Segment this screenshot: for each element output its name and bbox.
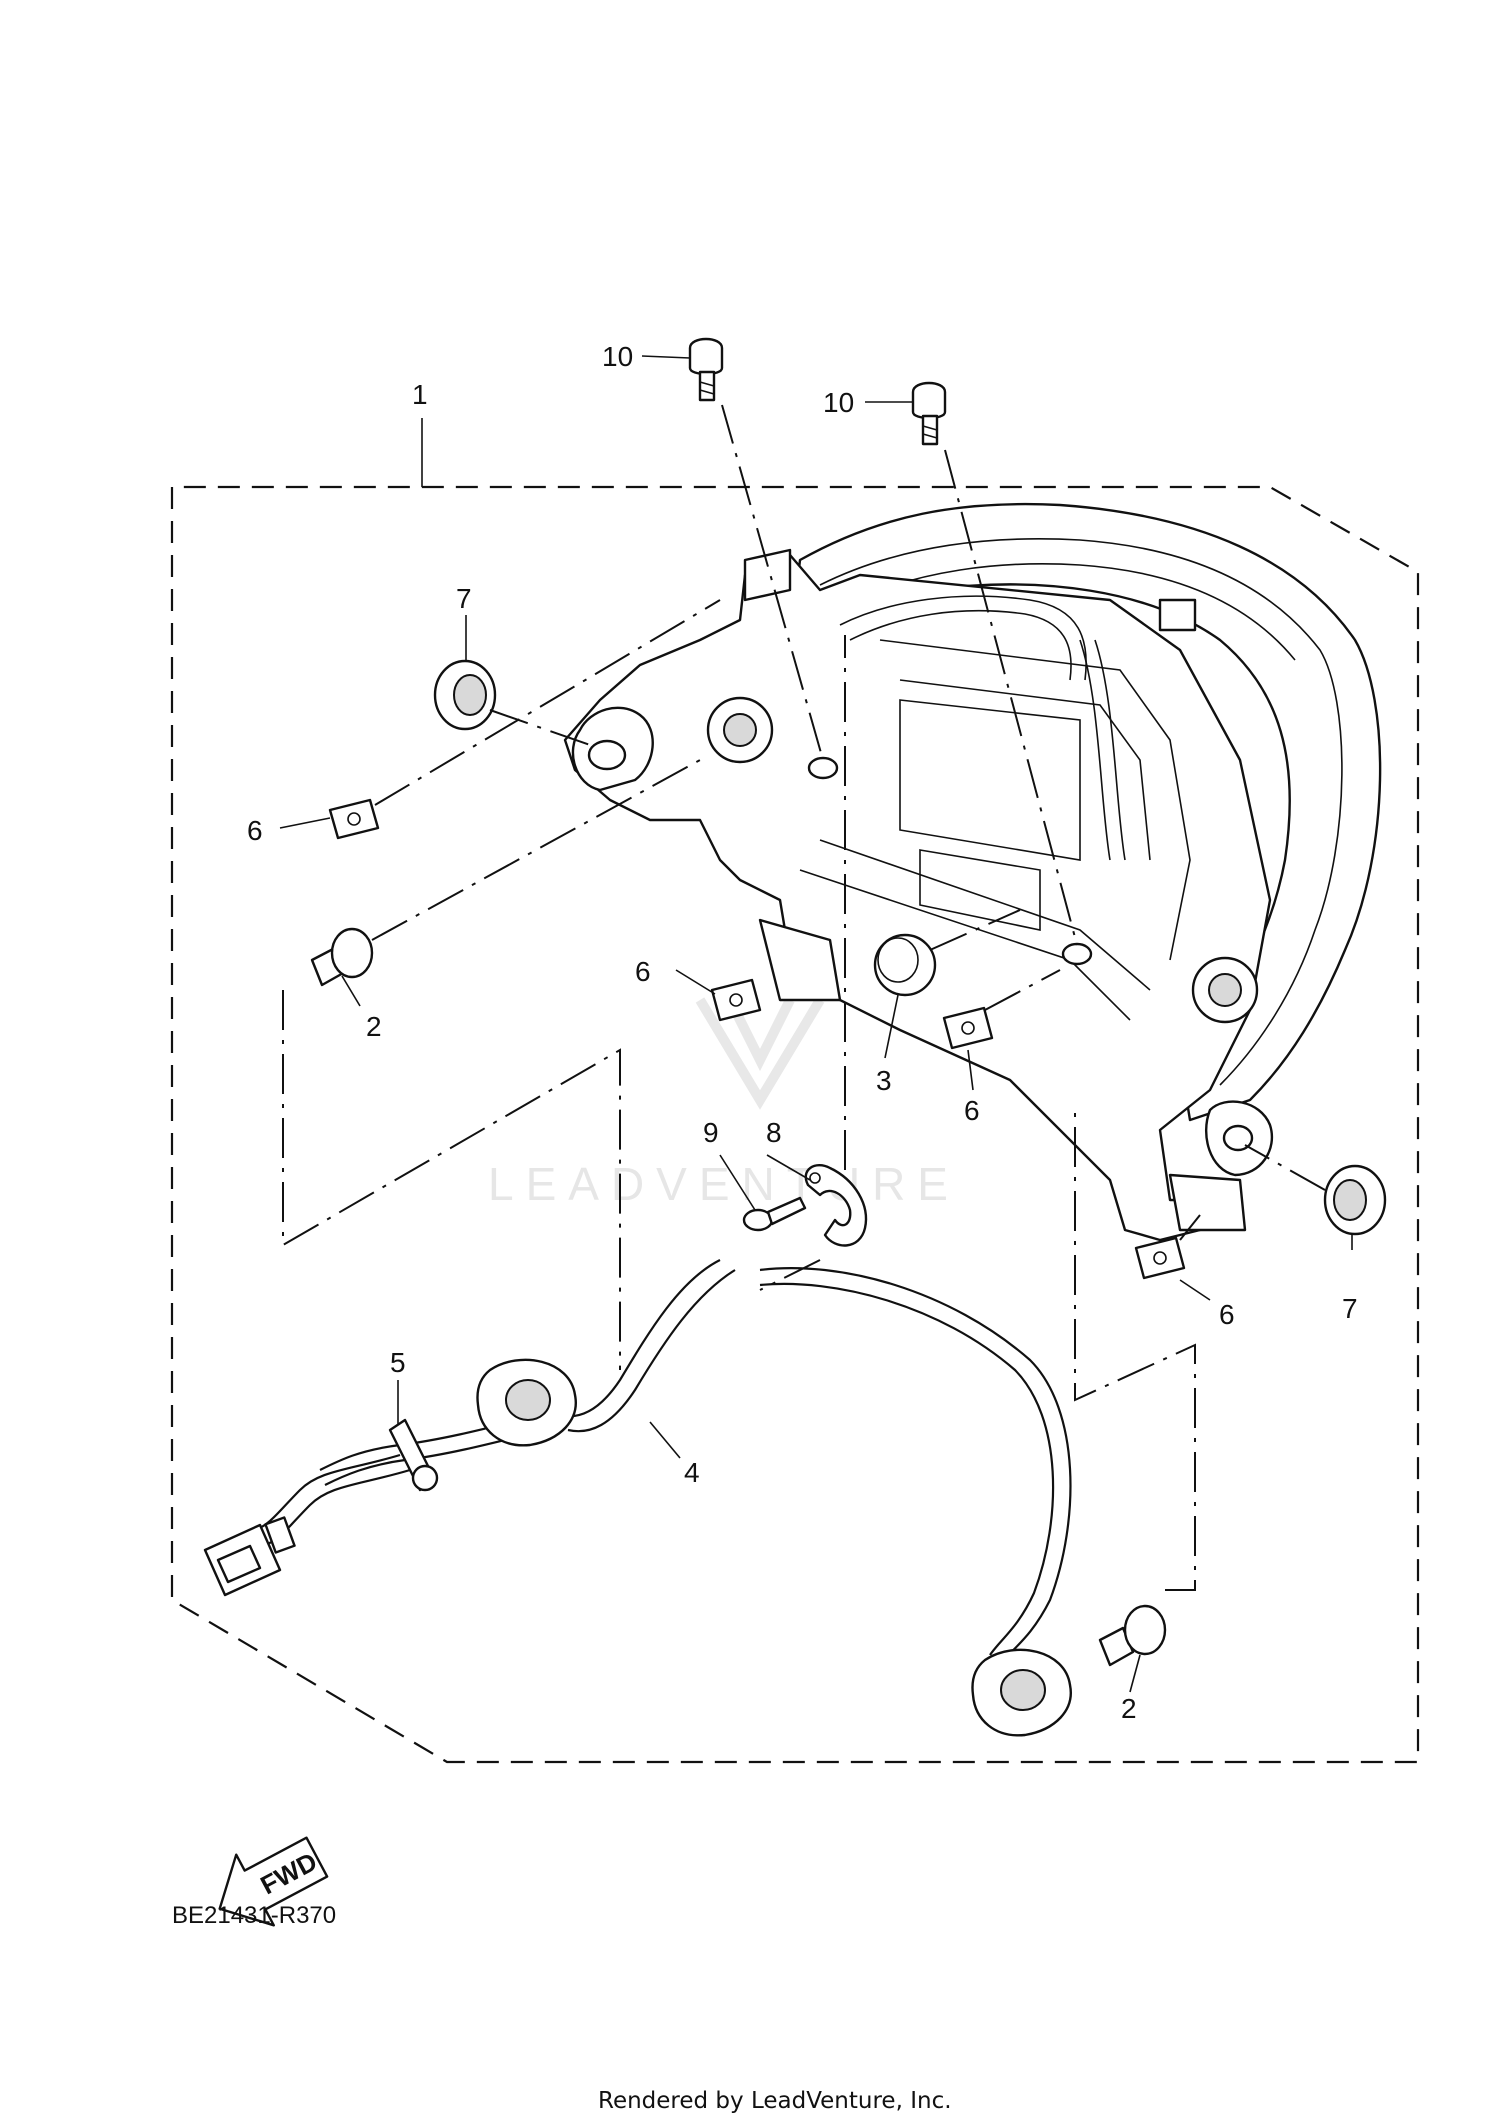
callout-6-c: 6	[964, 1095, 980, 1126]
bolt-10-right	[911, 381, 947, 446]
callout-10-left: 10	[602, 341, 633, 372]
callout-2-top: 2	[366, 1011, 382, 1042]
clip-nut-6-c	[942, 1006, 994, 1050]
leader-bulb-socket-left	[282, 990, 621, 1370]
bulb-2-bottom	[1098, 1604, 1167, 1667]
clamp-5	[388, 1418, 439, 1492]
callout-5: 5	[390, 1347, 406, 1378]
leader-cap	[929, 909, 1021, 951]
callout-10-right: 10	[823, 387, 854, 418]
clip-nut-6-b	[710, 978, 762, 1022]
callout-1: 1	[412, 379, 428, 410]
leader-bolt-right	[944, 449, 1078, 946]
leader-clip-d	[1179, 1214, 1201, 1241]
screw-9	[742, 1196, 807, 1232]
leader-grommet-right	[1244, 1144, 1326, 1191]
callout-8: 8	[766, 1117, 782, 1148]
callout-6-d: 6	[1219, 1299, 1235, 1330]
diagram-code: BE21431-R370	[172, 1902, 336, 1929]
callout-4: 4	[684, 1457, 700, 1488]
grommet-7-right	[1323, 1164, 1387, 1236]
bolt-10-left	[688, 337, 724, 402]
grommet-7-left	[433, 659, 497, 731]
leader-clamp8-harness	[759, 1259, 821, 1291]
headlight-housing	[563, 502, 1382, 1242]
callout-7-left: 7	[456, 583, 472, 614]
callout-leaders	[279, 355, 1353, 1693]
leader-bulb-socket-right	[1074, 1110, 1196, 1591]
watermark: LEADVENTURE	[488, 997, 960, 1210]
callout-6-a: 6	[247, 815, 263, 846]
bulb-2-top	[310, 927, 374, 987]
clip-nut-6-a	[328, 798, 380, 840]
leader-bolt-left	[721, 404, 824, 761]
callout-9: 9	[703, 1117, 719, 1148]
callout-2-bottom: 2	[1121, 1693, 1137, 1724]
clamp-8	[804, 1163, 868, 1247]
leader-clip-c	[984, 969, 1061, 1011]
callout-3: 3	[876, 1065, 892, 1096]
callout-6-b: 6	[635, 956, 651, 987]
leader-grommet-left	[489, 709, 591, 746]
cap-3	[873, 933, 937, 997]
clip-nut-6-d	[1134, 1236, 1186, 1280]
callout-7-right: 7	[1342, 1293, 1358, 1324]
footer-credit: Rendered by LeadVenture, Inc.	[598, 2088, 952, 2114]
leader-clip-a	[374, 599, 721, 806]
callout-labels: 1 2 2 3 4 5 6 6 6 6 7 7 8 9 10 10	[247, 341, 1358, 1724]
watermark-text: LEADVENTURE	[488, 1158, 960, 1210]
wire-harness-4	[203, 1259, 1072, 1737]
